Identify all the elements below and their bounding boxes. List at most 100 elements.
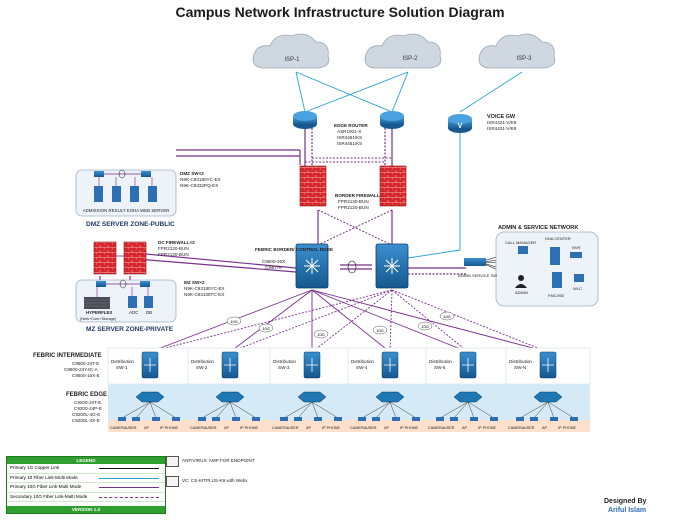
endpoint-icon — [450, 417, 458, 421]
distribution-label: Distribution — [191, 359, 214, 364]
nvr-label: NVR — [572, 245, 581, 250]
endpoint-label: AP — [462, 426, 468, 430]
endpoint-icon — [118, 417, 126, 421]
endpoint-icon — [252, 417, 260, 421]
endpoint-icon — [212, 417, 220, 421]
endpoint-label: IP PHONE — [478, 426, 497, 430]
fabric-intermediate-title: FEBRIC INTERMEDIATE — [33, 353, 102, 359]
edge-router-title: EDGE ROUTER — [334, 123, 368, 128]
distribution-label: Distribution — [429, 359, 452, 364]
link-tag-10g: 10G — [258, 323, 274, 333]
extras: ANTIVIRUS: AMP FOR ENDPOINT VC: CS-KITPL… — [166, 456, 255, 496]
link-tag-10g: 10G — [372, 325, 388, 335]
hyperflex-label: HYPERFLEX — [86, 310, 112, 315]
admin-label: ADMIN — [515, 290, 528, 295]
isp-1-cloud: ISP-1 — [252, 33, 330, 69]
designer-name: Ariful Islam — [608, 507, 647, 514]
dna-center-label: DNA CENTER — [545, 236, 571, 241]
isp-2-cloud: ISP-2 — [364, 33, 442, 69]
endpoint-icon — [516, 417, 524, 421]
endpoint-icon — [392, 417, 400, 421]
fabric-border-model: C9500-40X — [262, 259, 285, 264]
legend-row: Primary 10 Fiber Link-Multi Mode — [7, 474, 165, 483]
link-tag-10g: 10G — [313, 329, 329, 339]
endpoint-label: CAMERA — [508, 426, 525, 430]
endpoint-icon — [570, 417, 578, 421]
endpoint-label: IP PHONE — [400, 426, 419, 430]
endpoint-icon — [232, 417, 240, 421]
endpoint-icon — [132, 417, 140, 421]
fabric-edge-model: C9200-24P-E — [74, 406, 102, 411]
endpoint-icon — [172, 417, 180, 421]
isp-1-label: ISP-1 — [284, 57, 300, 63]
endpoint-label: IP PHONE — [240, 426, 259, 430]
endpoint-label: CAMERA — [350, 426, 367, 430]
endpoint-label: AP — [542, 426, 548, 430]
voice-gw-model: ISR4421-V/K9 — [487, 120, 517, 125]
border-firewall-model: FPR2120-BUN — [338, 205, 369, 210]
link-tag-10g: 10G — [226, 316, 242, 326]
endpoint-label: USER — [524, 426, 535, 430]
edge-router-model: ISR4461/K9 — [337, 135, 362, 140]
fabric-intermediate-model: C9500-24T-E — [72, 361, 99, 366]
endpoint-icon — [470, 417, 478, 421]
endpoint-label: IP PHONE — [558, 426, 577, 430]
legend-row: Secondary 10G Fiber Link-Multi Mode — [7, 493, 165, 502]
adc-label: ADC — [129, 310, 138, 315]
svg-text:10G: 10G — [443, 314, 451, 319]
mz-zone-label: MZ SERVER ZONE-PRIVATE — [86, 326, 174, 333]
legend-title: LEGEND — [7, 457, 165, 464]
link-tag-10g: 10G — [417, 321, 433, 331]
designed-by-label: Designed By — [604, 498, 647, 505]
distribution-label: Distribution — [273, 359, 296, 364]
isp-3-label: ISP-3 — [516, 56, 532, 62]
dmz-zone-label: DMZ SERVER ZONE-PUBLIC — [86, 221, 175, 228]
legend-version: VERSION 1.0 — [7, 506, 165, 513]
fabric-border-model: C9407R — [265, 265, 283, 270]
edge-router-icon — [293, 111, 404, 129]
svg-text:10G: 10G — [230, 319, 238, 324]
edge-router-model: ISR4451/K9 — [337, 141, 362, 146]
distribution-sw-label: SW-1 — [116, 365, 128, 370]
distribution-sw-label: SW-2 — [196, 365, 208, 370]
voice-gw-model: ISR4431-V/K9 — [487, 126, 517, 131]
page-title: Campus Network Infrastructure Solution D… — [175, 4, 505, 20]
legend-row: Primary 1G Copper Link — [7, 464, 165, 474]
links — [99, 71, 581, 392]
border-firewall-model: FPR2130-BUN — [338, 199, 369, 204]
voice-gw-icon: V — [448, 114, 472, 133]
hyperflex-sub-label: (Nets+Com+Storage) — [80, 317, 117, 321]
dc-firewall-model: FPR2130-BUN — [158, 252, 189, 257]
admin-network-title: ADMIN & SERVICE NETWORK — [498, 225, 578, 231]
vc-item: VC: CS-KITPLUS-K9 with Webx — [166, 476, 255, 496]
legend-row: Primary 10G Fiber Link-Multi Mode — [7, 483, 165, 493]
endpoint-icon — [436, 417, 444, 421]
mz-sw-model: N9K-C93108TC-EX — [184, 292, 224, 297]
endpoint-label: USER — [126, 426, 137, 430]
dmz-servers-label: ADMISSION RESULT KOHA WEB SERVER — [83, 208, 170, 213]
distribution-label: Distribution — [509, 359, 532, 364]
mz-private-zone: HYPERFLEX (Nets+Com+Storage) ADC DB — [75, 279, 177, 323]
endpoint-icon — [372, 417, 380, 421]
fabric-edge-title: FEBRIC EDGE — [66, 392, 107, 398]
endpoint-icon — [334, 417, 342, 421]
dmz-sw-model: N9K-C93180YC-EX — [180, 177, 221, 182]
border-firewall-title: BORDER FIREWALL — [335, 193, 380, 198]
svg-text:10G: 10G — [421, 324, 429, 329]
isp-3-cloud: ISP-3 — [478, 33, 556, 69]
link-tag-10g: 10G — [439, 311, 455, 321]
endpoint-icon — [152, 417, 160, 421]
endpoint-icon — [550, 417, 558, 421]
dmz-sw-title: DMZ SW×2 — [180, 171, 204, 176]
fabric-intermediate-model: C9500-16X-E — [72, 373, 100, 378]
endpoint-icon — [412, 417, 420, 421]
video-conference-icon — [166, 476, 179, 487]
svg-text:10G: 10G — [262, 326, 270, 331]
edge-switch-icon — [297, 391, 327, 403]
